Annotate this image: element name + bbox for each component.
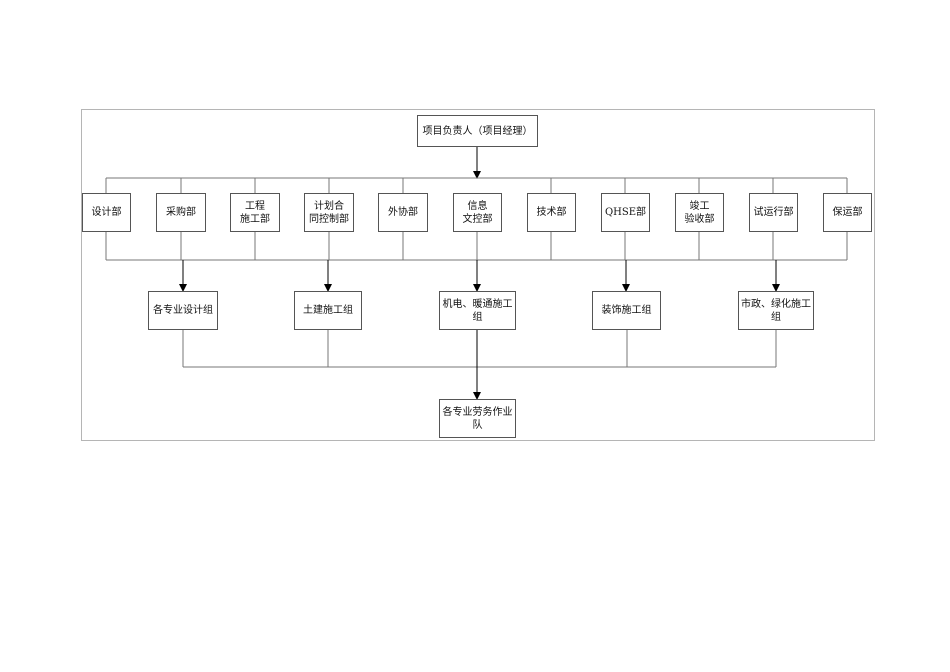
group-decoration-box: 装饰施工组 [592,291,661,330]
dept-trial-run-box: 试运行部 [749,193,798,232]
group-municipal-box: 市政、绿化施工组 [738,291,814,330]
group-mep-box: 机电、暖通施工组 [439,291,516,330]
dept-design-box: 设计部 [82,193,131,232]
group-design-box: 各专业设计组 [148,291,218,330]
project-manager-box: 项目负责人（项目经理） [417,115,538,147]
dept-qhse-box: QHSE部 [601,193,650,232]
dept-external-box: 外协部 [378,193,428,232]
dept-completion-box: 竣工 验收部 [675,193,724,232]
labor-team-box: 各专业劳务作业队 [439,399,516,438]
dept-engineering-box: 工程 施工部 [230,193,280,232]
dept-planning-contract-box: 计划合 同控制部 [304,193,354,232]
dept-maintenance-box: 保运部 [823,193,872,232]
group-civil-box: 土建施工组 [294,291,362,330]
dept-info-docs-box: 信息 文控部 [453,193,502,232]
dept-technical-box: 技术部 [527,193,576,232]
dept-procurement-box: 采购部 [156,193,206,232]
diagram-frame [81,109,875,441]
